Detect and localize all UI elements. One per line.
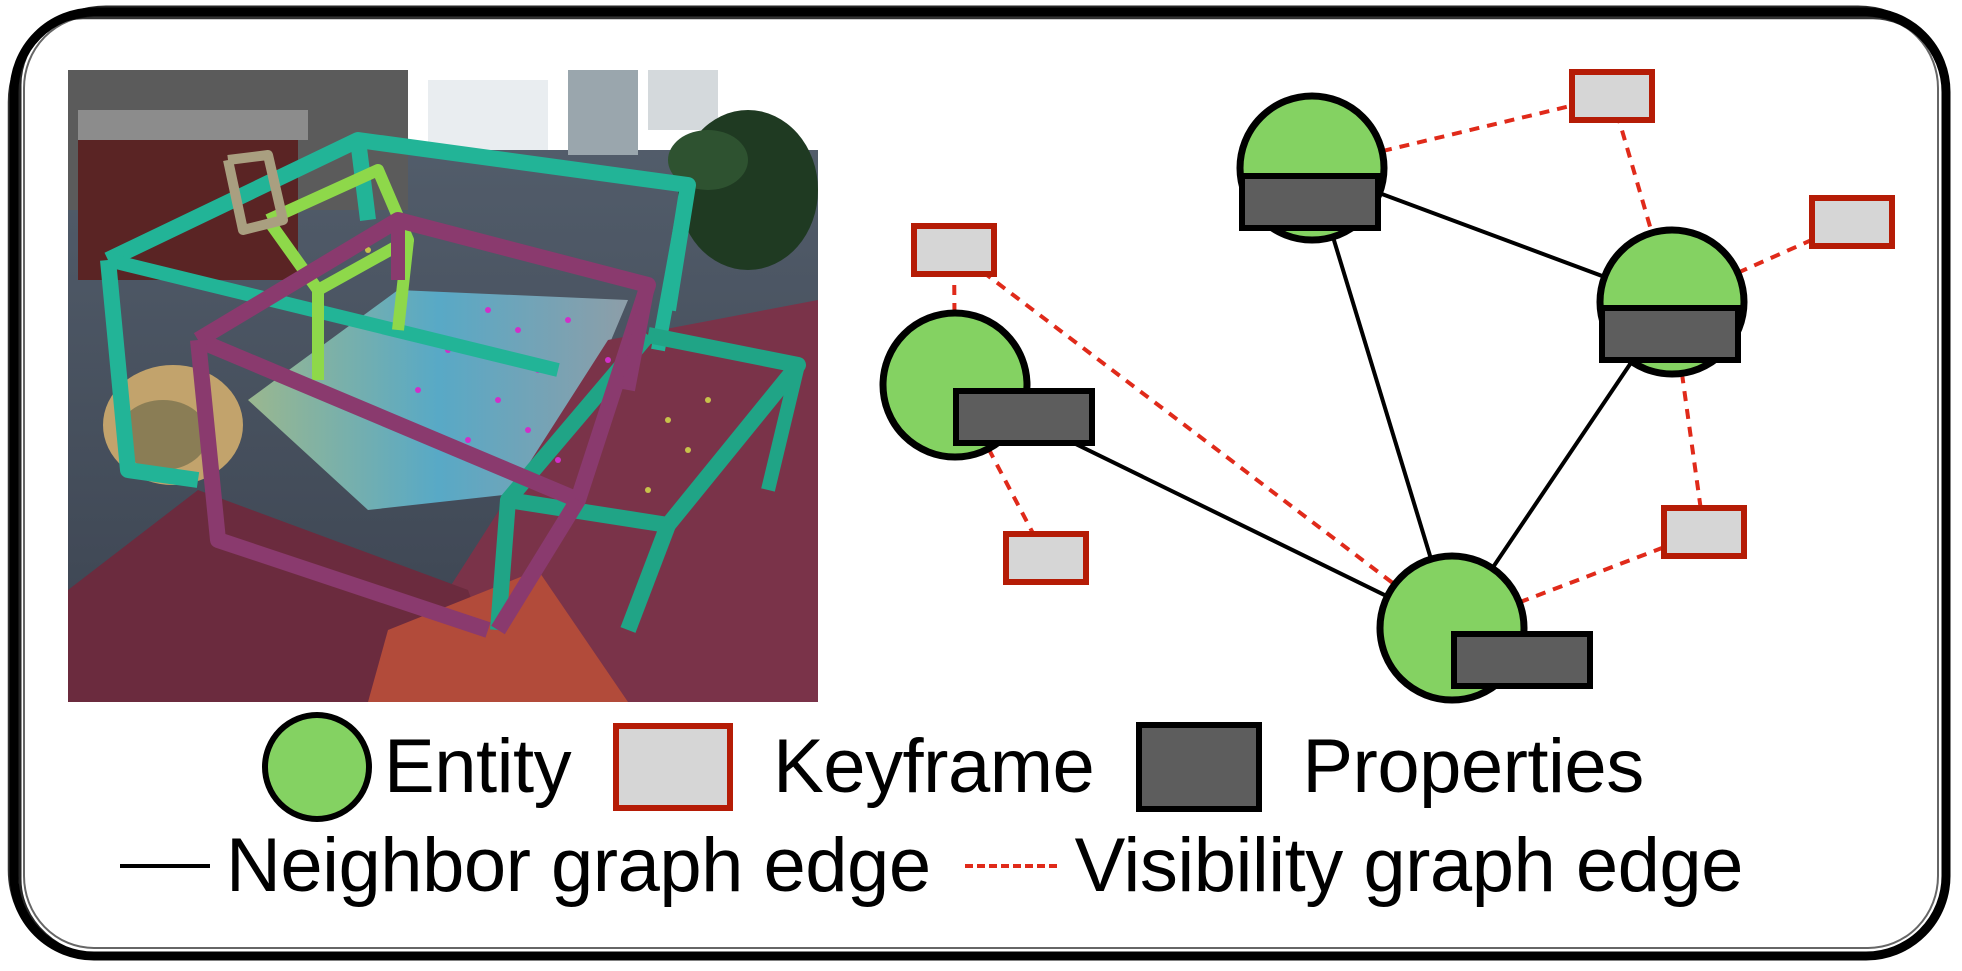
keyframe-left-top-node [911, 223, 997, 277]
keyframe-top-right-node [1569, 69, 1655, 123]
legend-properties-label: Properties [1302, 724, 1644, 809]
legend-row-edges: Neighbor graph edge Visibility graph edg… [120, 818, 1743, 914]
visibility-edge-legend-icon [964, 864, 1057, 868]
keyframe-legend-icon [613, 723, 734, 811]
legend-neighbor-label: Neighbor graph edge [226, 823, 931, 908]
bounding-box-icon [100, 132, 806, 638]
visibility-edge [1311, 94, 1613, 170]
room-photo-icon [68, 70, 818, 702]
neighbor-edge-legend-icon [120, 864, 210, 868]
properties-legend-icon [1136, 722, 1263, 812]
legend-visibility-label: Visibility graph edge [1074, 823, 1744, 908]
scene-reconstruction-image [68, 70, 818, 702]
keyframe-bottom-right-node [1661, 505, 1747, 559]
keyframe-far-right-node [1809, 195, 1895, 249]
keyframe-left-bottom-node [1003, 531, 1089, 585]
neighbor-edge [1310, 167, 1454, 629]
entity-left-properties [953, 388, 1095, 446]
entity-bottom-properties [1451, 631, 1593, 689]
entity-right-properties [1599, 305, 1741, 363]
visibility-edge [953, 384, 1048, 559]
legend-keyframe-label: Keyframe [773, 724, 1095, 809]
entity-top-properties [1239, 173, 1381, 231]
visibility-edge [952, 248, 1454, 630]
legend-entity-label: Entity [384, 724, 572, 809]
legend-row-nodes: Entity Keyframe Properties [262, 712, 1644, 822]
entity-legend-icon [262, 712, 372, 822]
graph-nodes [879, 69, 1895, 704]
